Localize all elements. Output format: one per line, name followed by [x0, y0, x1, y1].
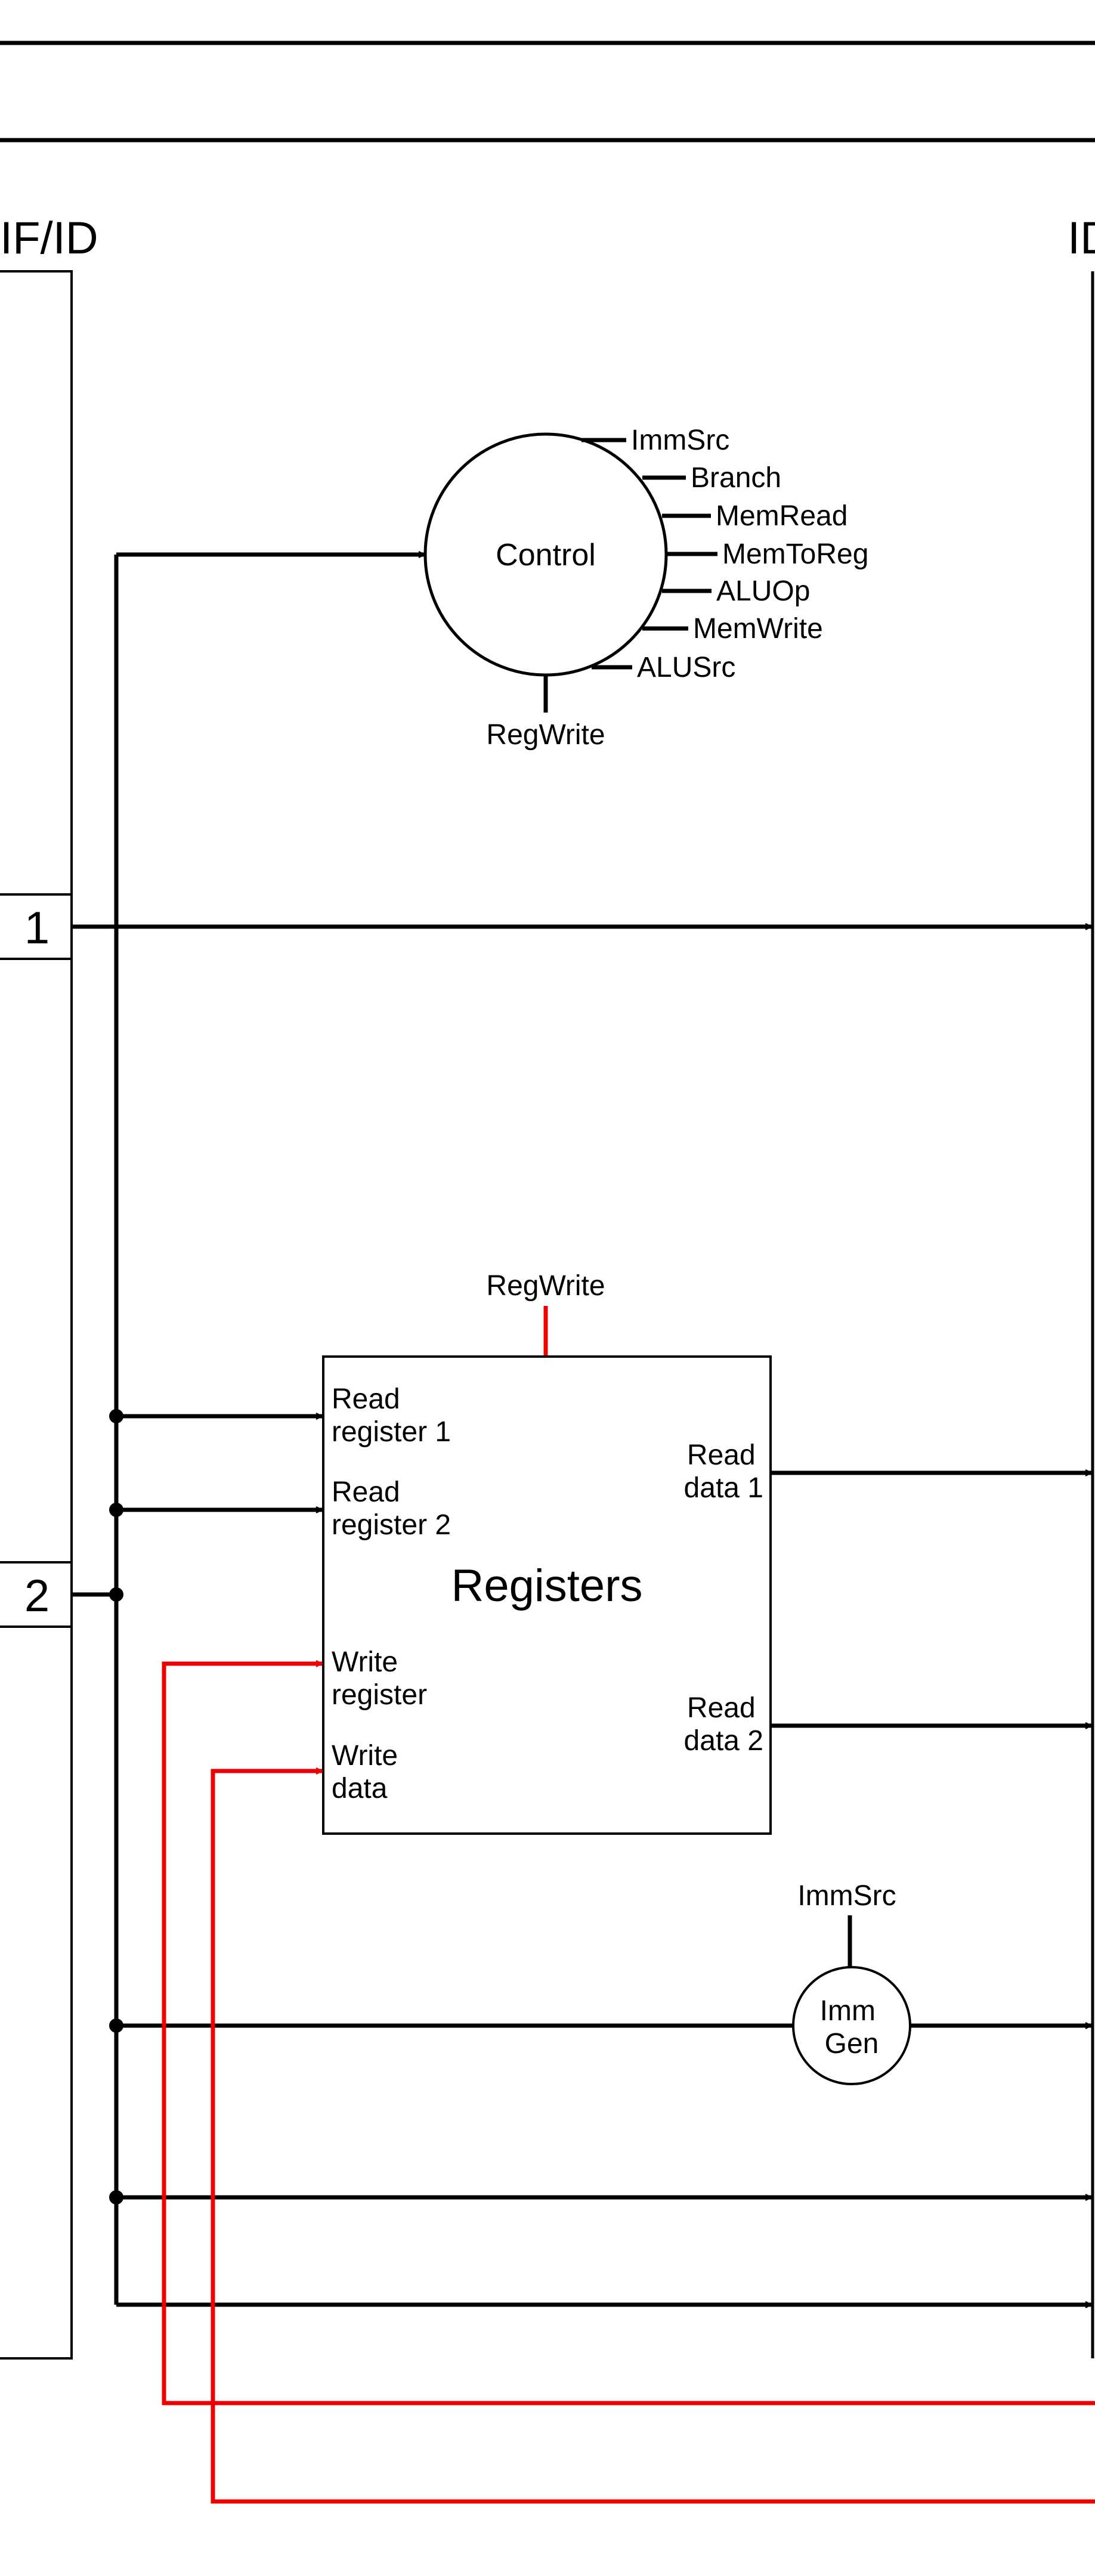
- port-1-label: 1: [24, 903, 50, 953]
- if-id-label: IF/ID: [0, 213, 98, 264]
- control-output-alusrc: ALUSrc: [637, 652, 735, 683]
- control-title: Control: [496, 538, 596, 572]
- control-output-regwrite: RegWrite: [486, 719, 605, 751]
- control-output-memwrite: MemWrite: [693, 613, 823, 645]
- control-output-aluop: ALUOp: [716, 575, 810, 607]
- port-1-box: [0, 893, 73, 960]
- port-2-label: 2: [24, 1571, 50, 1621]
- registers-box: [322, 1355, 772, 1835]
- imm-gen: ImmSrc Imm Gen: [792, 1880, 911, 2085]
- register-file: RegWrite Registers Read register 1 Read …: [322, 1270, 772, 1835]
- port-label-write-data: Write data: [332, 1740, 406, 1804]
- port-label-read-data-2: Read data 2: [684, 1692, 763, 1757]
- write-data-feedback-wire: [211, 1771, 1095, 2504]
- regwrite-enable-label: RegWrite: [486, 1270, 605, 1302]
- junction-dot: [109, 1409, 123, 1423]
- port-label-write-register: Write register: [332, 1646, 427, 1711]
- junction-dot: [109, 2018, 123, 2033]
- port-label-read-register-1: Read register 1: [332, 1383, 451, 1448]
- imm-gen-title: Imm Gen: [820, 1995, 884, 2060]
- junction-dot: [109, 1503, 123, 1517]
- imm-gen-control-label: ImmSrc: [797, 1880, 896, 1912]
- registers-title: Registers: [451, 1561, 643, 1611]
- control-output-branch: Branch: [691, 462, 781, 494]
- junction-dot: [109, 1587, 123, 1602]
- control-output-immsrc: ImmSrc: [631, 425, 729, 456]
- control-output-memread: MemRead: [716, 500, 847, 532]
- port-label-read-data-1: Read data 1: [684, 1439, 763, 1504]
- id-label: ID: [1068, 213, 1095, 264]
- control-output-memtoreg: MemToReg: [722, 538, 868, 570]
- if-id-register: [0, 270, 73, 2360]
- write-register-feedback-wire: [162, 1664, 1095, 2405]
- junction-dot: [109, 2190, 123, 2205]
- control-unit: Control ImmSrc Branch MemRead MemToReg A…: [423, 425, 868, 751]
- port-label-read-register-2: Read register 2: [332, 1476, 451, 1541]
